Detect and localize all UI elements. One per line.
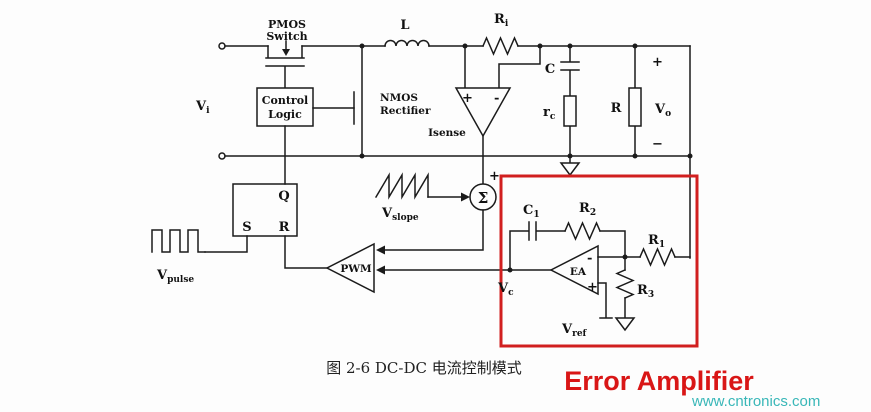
sigma-label: Σ	[478, 189, 489, 207]
pulse-waveform-icon	[151, 229, 206, 253]
pwm-upper-arrowhead-icon	[376, 245, 385, 255]
nmos-symbol-icon	[353, 45, 363, 157]
r3-ground-icon	[614, 317, 636, 332]
pwm-label: PWM	[340, 263, 372, 275]
control-logic-box	[256, 87, 314, 127]
r3-symbol-icon	[615, 269, 635, 299]
isense-amplifier: + - Isense	[428, 45, 541, 185]
feedback-wires-left	[509, 221, 566, 271]
inductor-symbol-icon	[384, 39, 430, 47]
control-label-line2: Logic	[268, 108, 302, 121]
sense-resistor-ri: Ri	[482, 12, 519, 56]
pwm-lower-arrowhead-icon	[376, 265, 385, 275]
nmos-label-line1: NMOS	[380, 92, 418, 104]
sawtooth-waveform-icon	[374, 172, 429, 200]
feedback-wires-right	[599, 230, 626, 258]
junction-dot	[537, 43, 543, 49]
isense-minus-sign: -	[494, 91, 499, 106]
cap-branch-wires	[560, 45, 580, 157]
pmos-label-line1: PMOS	[268, 18, 306, 31]
pmos-label-line2: Switch	[266, 30, 307, 43]
junction-dot	[507, 267, 513, 273]
pmos-pointer-arrow-icon	[282, 49, 290, 56]
sum-plus-sign: +	[489, 169, 500, 184]
junction-dot	[359, 43, 365, 49]
ri-label: Ri	[494, 12, 509, 29]
junction-dot	[632, 153, 638, 159]
vslope-label: Vslope	[381, 206, 419, 223]
nmos-rectifier: NMOS Rectifier	[353, 45, 431, 157]
junction-dot	[359, 153, 365, 159]
rload-label: R	[611, 101, 622, 116]
terminal-bottom-icon	[218, 152, 226, 160]
pwm-triangle-icon	[325, 242, 375, 294]
ri-symbol-icon	[482, 36, 519, 56]
vc-label: Vc	[497, 281, 514, 298]
junction-dot	[567, 43, 573, 49]
c1-label: C1	[523, 203, 540, 220]
isense-wires	[464, 45, 541, 185]
junction-dot	[632, 43, 638, 49]
r2-symbol-icon	[564, 221, 601, 241]
nmos-label-line2: Rectifier	[380, 105, 431, 117]
slope-compensation: Vslope Σ +	[374, 169, 500, 223]
vref-wire	[597, 282, 613, 319]
ea-triangle-icon	[549, 244, 599, 296]
error-amplifier-annotation: Error Amplifier	[564, 366, 754, 396]
vo-plus-sign: +	[652, 55, 663, 70]
junction-dot	[567, 153, 573, 159]
pmos-symbol-icon	[265, 45, 305, 89]
terminal-top-icon	[218, 42, 226, 50]
inductor: L	[384, 18, 430, 47]
isense-plus-sign: +	[462, 91, 473, 106]
r1-label: R1	[648, 233, 665, 250]
vo-label: Vo	[654, 102, 671, 119]
cap-label: C	[545, 62, 555, 77]
junction-dot	[687, 153, 693, 159]
figure-caption: 图 2-6 DC-DC 电流控制模式	[326, 359, 522, 377]
latch-r-label: R	[279, 220, 290, 235]
input-terminals: Vi	[195, 42, 226, 160]
vref-label: Vref	[561, 322, 588, 339]
vi-label: Vi	[195, 99, 210, 116]
inductor-label: L	[400, 18, 409, 33]
junction-dot	[462, 43, 468, 49]
junction-dots	[359, 43, 693, 273]
vo-minus-sign: −	[652, 137, 663, 152]
r3-label: R3	[637, 283, 654, 300]
clock-pulse: Vpulse	[151, 229, 206, 285]
isense-triangle-icon	[454, 87, 512, 138]
rc-label: rc	[543, 105, 556, 122]
slope-arrowhead-icon	[461, 192, 470, 202]
rload-symbol-icon	[628, 87, 642, 127]
ground-icon	[559, 162, 581, 177]
output-filter: C rc R + Vo −	[543, 45, 671, 177]
pmos-switch: PMOS Switch	[265, 18, 308, 89]
highlight-box	[499, 174, 699, 348]
junction-dot	[622, 254, 628, 260]
control-logic-block: Control Logic	[256, 87, 355, 127]
latch-q-label: Q	[278, 189, 289, 204]
error-amplifier-section: EA - + Vc C1 R2 R1 R3 Vref	[497, 174, 699, 348]
vpulse-label: Vpulse	[156, 268, 194, 285]
watermark: www.cntronics.com	[691, 393, 820, 410]
sr-latch: Q S R	[204, 125, 298, 253]
pwm-comparator: PWM	[284, 209, 511, 294]
r2-label: R2	[579, 201, 596, 218]
r1-symbol-icon	[639, 247, 676, 267]
s-input-wire	[204, 235, 248, 253]
ea-label: EA	[570, 266, 587, 278]
latch-box	[232, 183, 298, 237]
isense-label: Isense	[428, 127, 466, 139]
rc-symbol-icon	[563, 95, 577, 127]
control-label-line1: Control	[262, 94, 308, 107]
power-rails	[224, 45, 691, 259]
ea-minus-sign: -	[587, 251, 592, 266]
pwm-output-wire	[284, 235, 328, 269]
sum-to-pwm-wire	[384, 209, 484, 251]
ea-plus-sign: +	[587, 280, 598, 295]
latch-s-label: S	[242, 220, 251, 235]
